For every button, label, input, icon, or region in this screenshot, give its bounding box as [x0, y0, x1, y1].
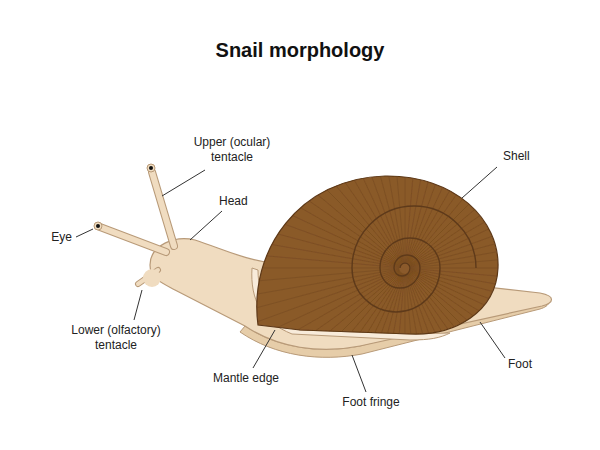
- shell-rib: [405, 274, 406, 428]
- shell-rib: [246, 269, 399, 282]
- upper-tentacle-fill: [152, 172, 174, 246]
- shell-rib: [325, 129, 402, 262]
- part-label: Eye: [22, 230, 72, 245]
- leader-lines: [76, 167, 505, 392]
- shell-rib: [410, 165, 528, 264]
- part-label: Mantle edge: [201, 371, 291, 386]
- shell-rib: [260, 200, 400, 265]
- eye-pupil: [96, 224, 100, 228]
- shell-rib: [407, 113, 447, 262]
- eye-pupil: [149, 166, 153, 170]
- shell-rib: [408, 273, 485, 406]
- shell-rib: [410, 188, 543, 265]
- shell-rib: [411, 240, 563, 267]
- shell-rib: [408, 137, 496, 263]
- shell-rib: [409, 145, 508, 263]
- shell-rib: [274, 271, 400, 359]
- leader-line: [162, 170, 205, 196]
- shell-rib: [292, 155, 401, 264]
- shell-rib: [302, 273, 401, 391]
- shell-rib: [407, 274, 460, 419]
- shell-rib: [406, 274, 419, 427]
- shell-rib: [410, 200, 550, 265]
- part-label: Foot: [508, 357, 568, 372]
- shell-spiral: [352, 206, 476, 312]
- part-label: Shell: [503, 149, 563, 164]
- shell-rib: [274, 176, 400, 264]
- shell-rib: [410, 271, 543, 348]
- leader-line: [462, 167, 497, 198]
- shell-rib: [250, 270, 399, 310]
- shell-rib: [250, 227, 399, 267]
- shell-rib: [337, 123, 402, 263]
- shell-rib: [411, 227, 560, 267]
- shell-rib: [407, 274, 447, 423]
- shell-rib: [409, 272, 518, 381]
- leader-line: [253, 330, 275, 368]
- shell-rib: [409, 155, 518, 264]
- title: Snail morphology: [0, 38, 600, 62]
- shell-rib: [255, 270, 400, 323]
- part-label: Lower (olfactory) tentacle: [61, 323, 171, 353]
- shell-ribs: [245, 108, 565, 428]
- shell-rib: [411, 213, 556, 266]
- part-label: Foot fringe: [326, 395, 416, 410]
- shell-rib: [411, 269, 564, 282]
- leader-line: [480, 322, 505, 358]
- leader-line: [352, 355, 366, 392]
- part-label: Head: [219, 194, 279, 209]
- leader-line: [76, 229, 93, 237]
- shell-rib: [313, 273, 401, 399]
- leader-line: [134, 290, 142, 320]
- shell-rib: [410, 271, 550, 336]
- eye: [147, 164, 155, 172]
- shell-rib: [410, 272, 528, 371]
- leader-line: [190, 211, 222, 240]
- upper-tentacle: [152, 172, 174, 246]
- shell-rib: [247, 269, 399, 296]
- shell-rib: [408, 273, 496, 399]
- shell-rib: [409, 273, 508, 391]
- shell-rib: [245, 268, 399, 269]
- shell-rib: [410, 176, 536, 264]
- shell: [257, 176, 498, 334]
- eye: [94, 222, 102, 230]
- shell-rib: [313, 137, 401, 263]
- shell-rib: [260, 271, 400, 336]
- shell-rib: [410, 271, 536, 359]
- shell-rib: [408, 273, 473, 413]
- shell-rib: [411, 268, 565, 269]
- shell-rib: [246, 254, 399, 267]
- shell-rib: [411, 270, 560, 310]
- upper-tentacle: [100, 227, 166, 252]
- shell-rib: [411, 254, 564, 267]
- part-label: Upper (ocular) tentacle: [184, 135, 280, 165]
- head-patch: [143, 269, 161, 287]
- upper-tentacle-fill: [100, 227, 166, 252]
- shell-rib: [292, 272, 401, 381]
- shell-rib: [302, 145, 401, 263]
- shell-rib: [408, 123, 473, 263]
- shell-rib: [337, 273, 402, 413]
